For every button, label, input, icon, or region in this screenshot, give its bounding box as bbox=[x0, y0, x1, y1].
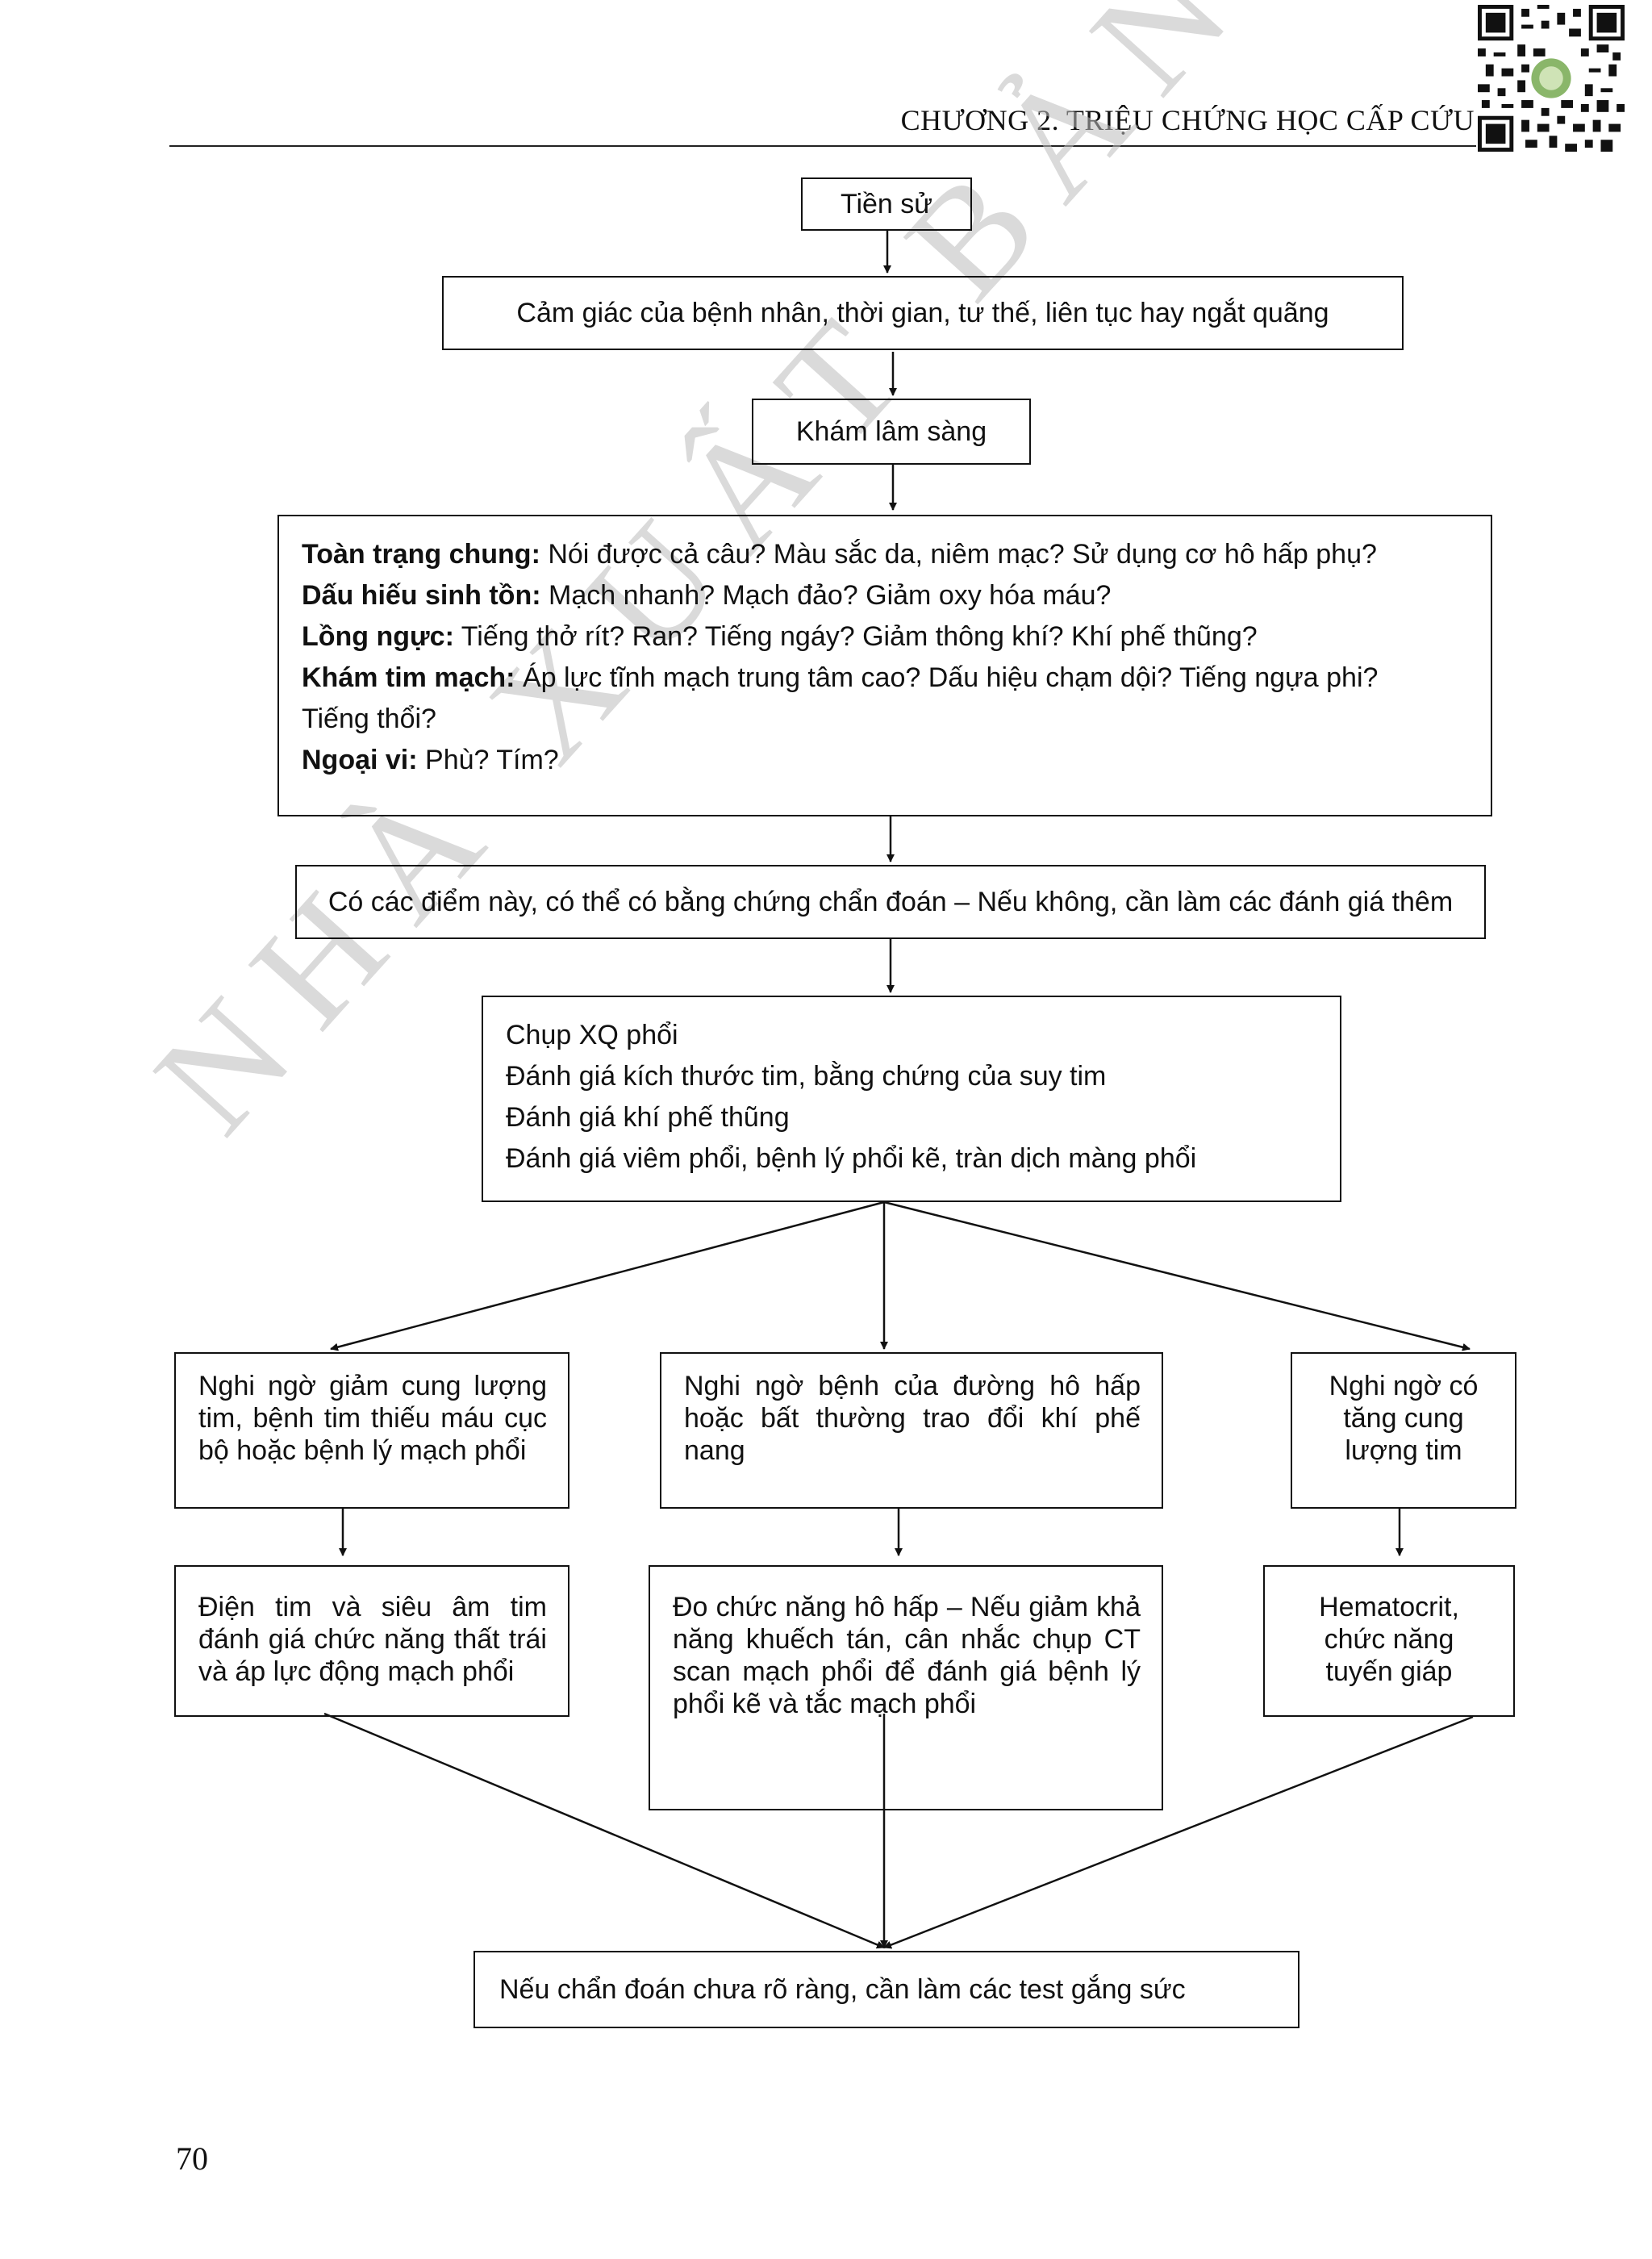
xray-line: Đánh giá viêm phổi, bệnh lý phổi kẽ, trà… bbox=[506, 1143, 1197, 1174]
exam-label: Toàn trạng chung: bbox=[302, 539, 540, 570]
exam-details-box: Toàn trạng chung: Nói được cả câu? Màu s… bbox=[277, 515, 1492, 816]
history-box: Tiền sử bbox=[801, 177, 972, 231]
evidence-box: Có các điểm này, có thể có bằng chứng ch… bbox=[295, 865, 1486, 939]
exam-label: Khám tim mạch: bbox=[302, 662, 515, 693]
suspect-airway-box: Nghi ngờ bệnh của đường hô hấp hoặc bất … bbox=[660, 1352, 1163, 1509]
chapter-title: CHƯƠNG 2. TRIỆU CHỨNG HỌC CẤP CỨU bbox=[900, 104, 1475, 136]
exam-label: Dấu hiếu sinh tồn: bbox=[302, 580, 541, 611]
exam-line-cardio-continued: Tiếng thổi? bbox=[302, 704, 436, 734]
exam-label: Ngoại vi: bbox=[302, 745, 418, 775]
xray-line: Đánh giá kích thước tim, bằng chứng của … bbox=[506, 1061, 1107, 1092]
arrow-xray-to-high-output bbox=[883, 1200, 1471, 1351]
exam-text: Tiếng thở rít? Ran? Tiếng ngáy? Giảm thô… bbox=[453, 621, 1258, 652]
exam-line-chest: Lồng ngực: Tiếng thở rít? Ran? Tiếng ngá… bbox=[302, 616, 1468, 658]
exam-text: Nói được cả câu? Màu sắc da, niêm mạc? S… bbox=[540, 539, 1377, 570]
exam-line-cardio: Khám tim mạch: Áp lực tĩnh mạch trung tâ… bbox=[302, 658, 1468, 699]
header-rule bbox=[169, 145, 1476, 147]
arrow-xray-to-cardiac bbox=[330, 1200, 885, 1351]
exam-text: Phù? Tím? bbox=[417, 745, 559, 775]
exam-line-vitals: Dấu hiếu sinh tồn: Mạch nhanh? Mạch đảo?… bbox=[302, 575, 1468, 616]
arrow-high-output-test-to-stress bbox=[883, 1715, 1474, 1949]
xray-line: Chụp XQ phổi bbox=[506, 1020, 678, 1050]
qr-code-icon bbox=[1478, 5, 1625, 152]
suspect-cardiac-box: Nghi ngờ giảm cung lượng tim, bệnh tim t… bbox=[174, 1352, 569, 1509]
exam-label: Lồng ngực: bbox=[302, 621, 454, 652]
test-high-output-box: Hematocrit, chức năng tuyến giáp bbox=[1263, 1565, 1515, 1717]
page-number: 70 bbox=[176, 2140, 208, 2177]
exam-text: Mạch nhanh? Mạch đảo? Giảm oxy hóa máu? bbox=[540, 580, 1112, 611]
suspect-high-output-box: Nghi ngờ có tăng cung lượng tim bbox=[1291, 1352, 1516, 1509]
clinical-exam-box: Khám lâm sàng bbox=[752, 399, 1031, 465]
sensation-box: Cảm giác của bệnh nhân, thời gian, tư th… bbox=[442, 276, 1404, 350]
exam-text: Áp lực tĩnh mạch trung tâm cao? Dấu hiệu… bbox=[515, 662, 1379, 693]
xray-line: Đánh giá khí phế thũng bbox=[506, 1102, 790, 1133]
stress-test-box: Nếu chẩn đoán chưa rõ ràng, cần làm các … bbox=[473, 1951, 1299, 2028]
exam-line-peripheral: Ngoại vi: Phù? Tím? bbox=[302, 740, 1468, 781]
xray-box: Chụp XQ phổi Đánh giá kích thước tim, bằ… bbox=[482, 996, 1341, 1202]
test-cardiac-box: Điện tim và siêu âm tim đánh giá chức nă… bbox=[174, 1565, 569, 1717]
test-airway-box: Đo chức năng hô hấp – Nếu giảm khả năng … bbox=[649, 1565, 1163, 1810]
exam-line-general: Toàn trạng chung: Nói được cả câu? Màu s… bbox=[302, 534, 1468, 575]
arrow-cardiac-test-to-stress bbox=[323, 1712, 885, 1949]
